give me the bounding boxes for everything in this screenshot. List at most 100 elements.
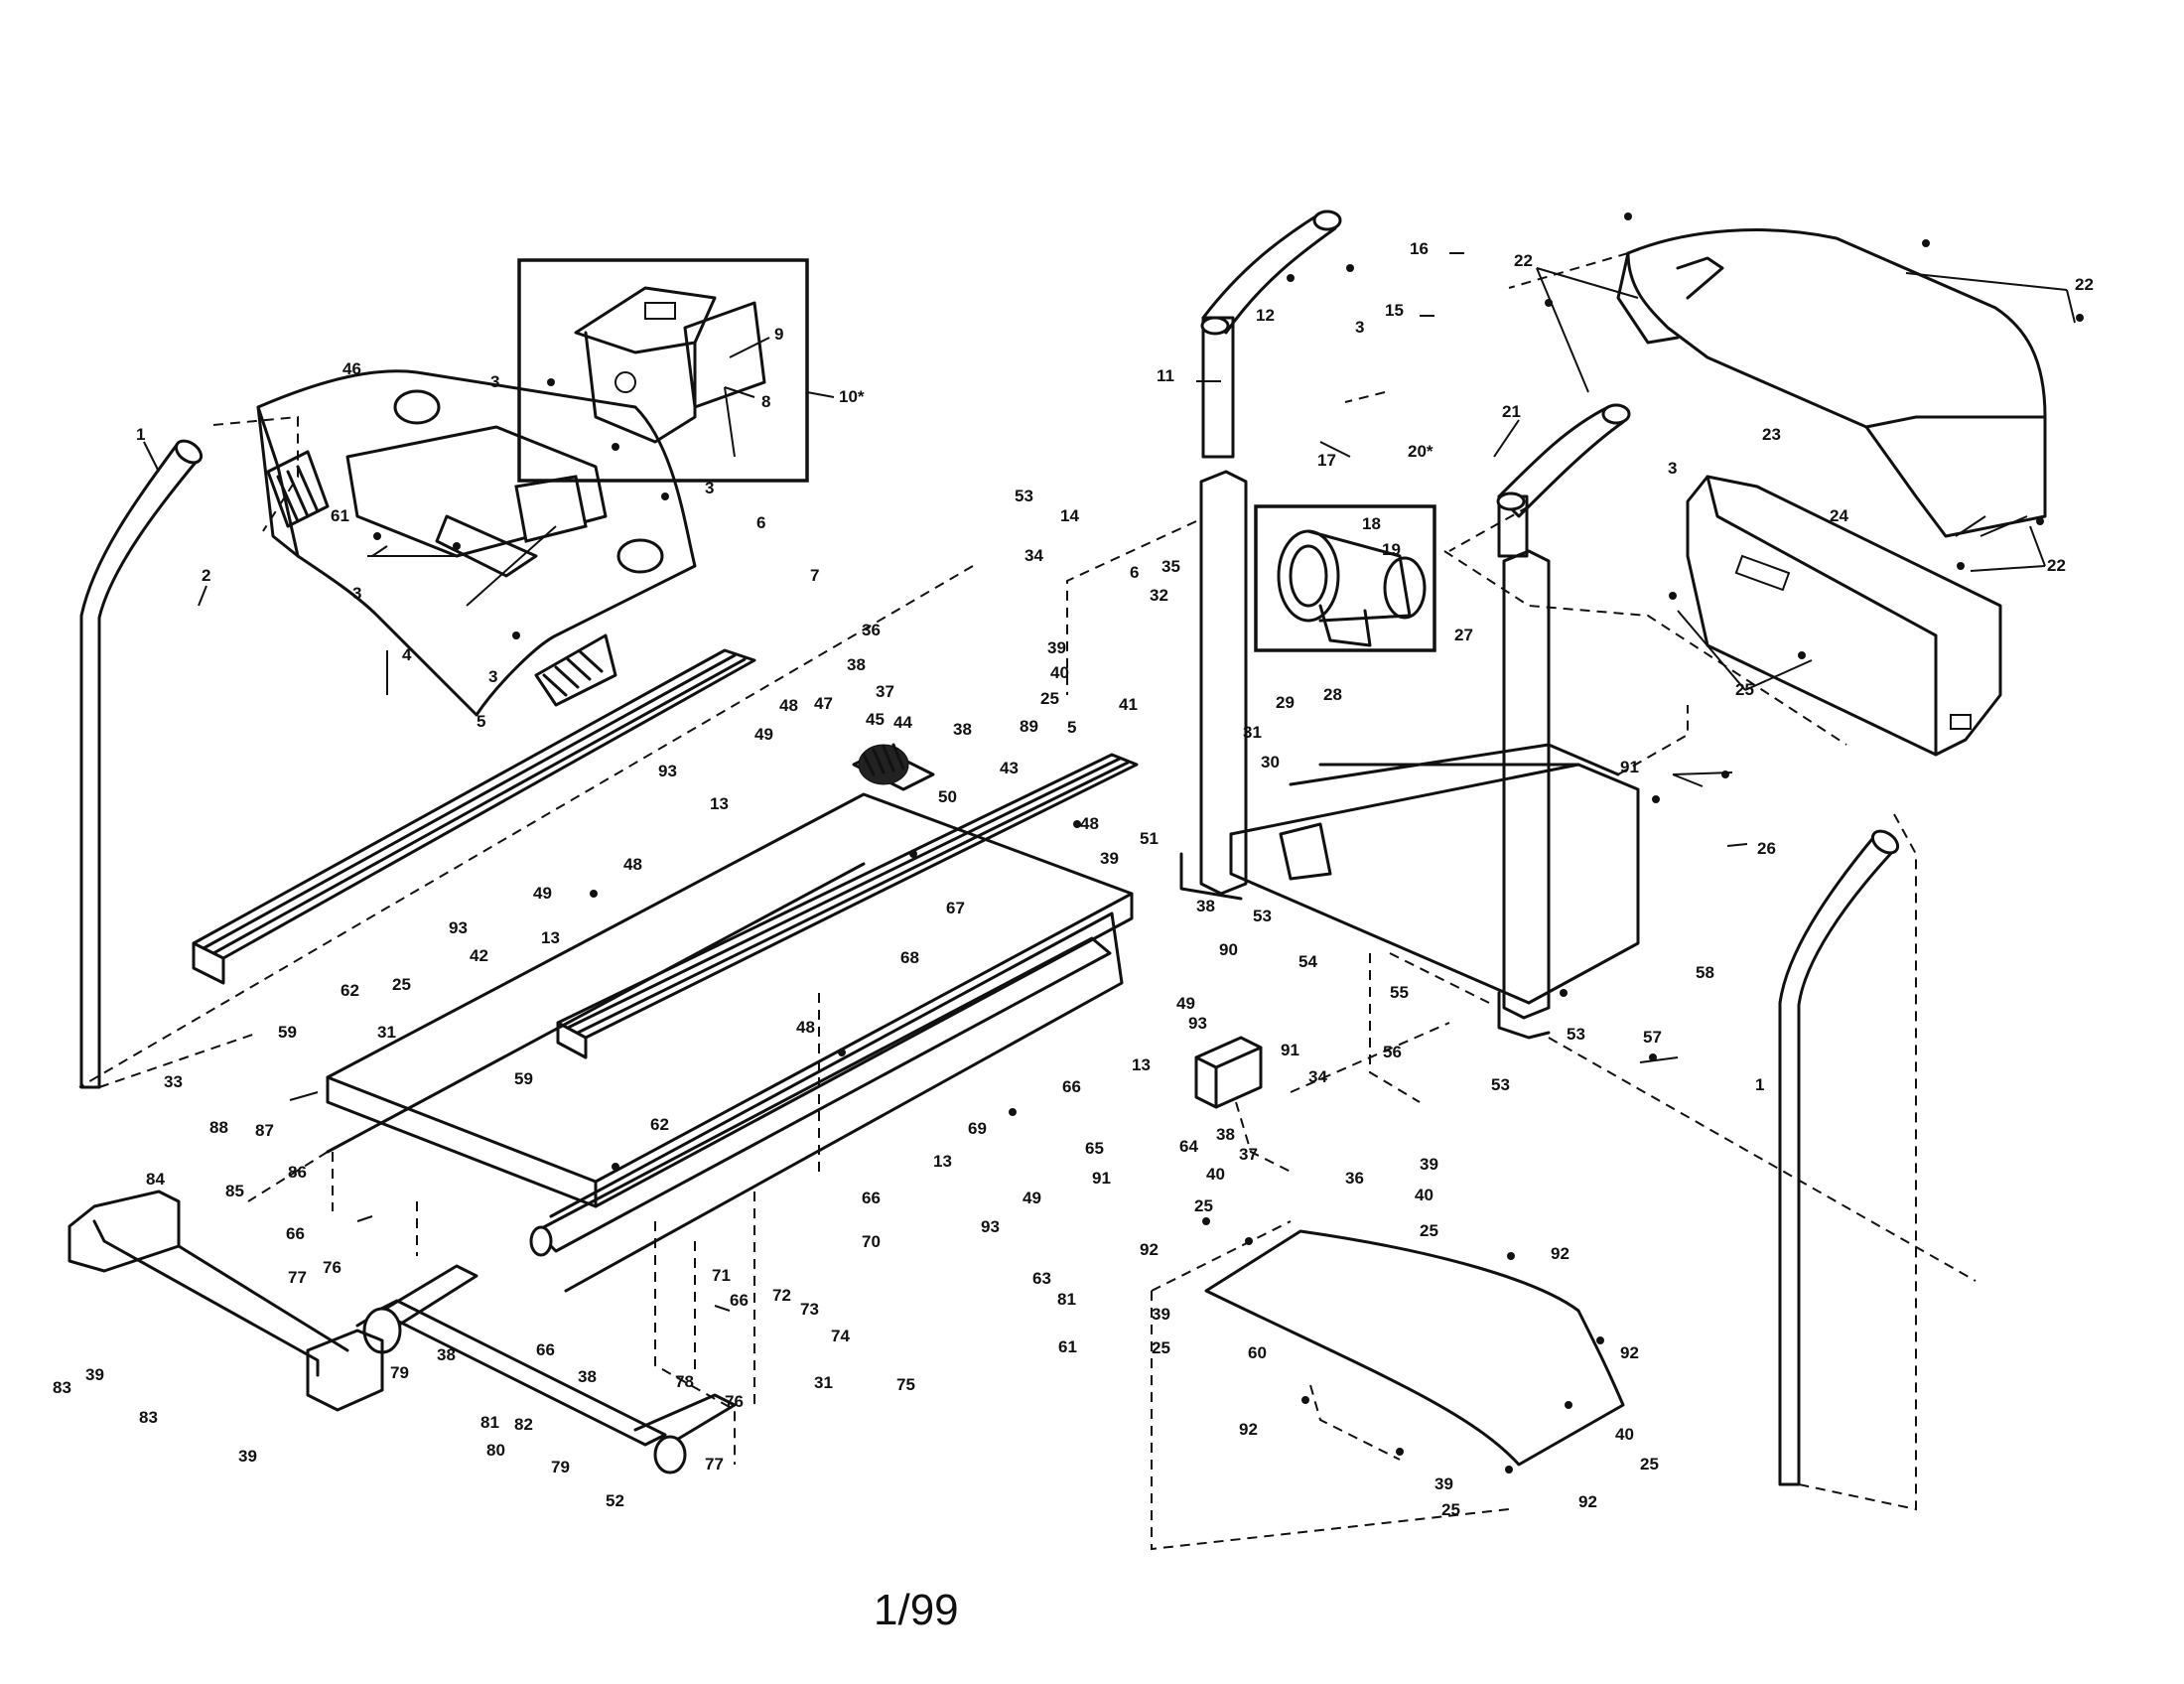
callout-49: 49: [1176, 994, 1195, 1013]
callout-6: 6: [756, 513, 765, 532]
callout-25: 25: [1194, 1196, 1213, 1215]
callout-4: 4: [402, 645, 412, 664]
callout-54: 54: [1298, 952, 1317, 971]
callout-37: 37: [876, 682, 894, 701]
callout-10: 10*: [839, 387, 865, 406]
callout-33: 33: [164, 1072, 183, 1091]
callout-25: 25: [1441, 1500, 1460, 1519]
callout-52: 52: [606, 1491, 624, 1510]
callout-18: 18: [1362, 514, 1381, 533]
callout-71: 71: [712, 1266, 731, 1285]
callout-66: 66: [1062, 1077, 1081, 1096]
callout-50: 50: [938, 787, 957, 806]
callout-22: 22: [2047, 556, 2066, 575]
callout-68: 68: [900, 948, 919, 967]
callout-13: 13: [710, 794, 729, 813]
callout-59: 59: [514, 1069, 533, 1088]
callout-21: 21: [1502, 402, 1521, 421]
callout-39: 39: [1420, 1155, 1438, 1174]
callout-87: 87: [255, 1121, 274, 1140]
callout-43: 43: [1000, 759, 1019, 777]
callout-25: 25: [392, 975, 411, 994]
callout-38: 38: [437, 1345, 456, 1364]
right-handrail: [1778, 829, 1900, 1486]
console-display-assembly: [574, 286, 766, 458]
callout-73: 73: [800, 1300, 819, 1319]
callout-86: 86: [288, 1163, 307, 1182]
callout-34: 34: [1308, 1067, 1327, 1086]
callout-36: 36: [862, 621, 881, 639]
drive-motor: [1277, 529, 1427, 647]
lift-frame: [355, 1264, 737, 1474]
callout-40: 40: [1615, 1425, 1634, 1444]
callout-80: 80: [486, 1441, 505, 1460]
callout-39: 39: [1047, 638, 1066, 657]
callout-25: 25: [1420, 1221, 1438, 1240]
console-detail-box: [517, 258, 809, 483]
callout-labels: 1 1 2 3 3 3 3 3 3 4 5 5 6 6 7 8 9 10* 11…: [53, 239, 2094, 1519]
callout-22: 22: [2075, 275, 2094, 294]
callout-16: 16: [1410, 239, 1429, 258]
callout-78: 78: [675, 1372, 694, 1391]
callout-3: 3: [705, 479, 714, 497]
side-rail-right: [556, 753, 1139, 1059]
callout-57: 57: [1643, 1028, 1662, 1047]
deck-and-belt: [326, 792, 1134, 1293]
callout-40: 40: [1050, 663, 1069, 682]
callout-49: 49: [1023, 1189, 1041, 1207]
callout-53: 53: [1015, 487, 1033, 505]
callout-38: 38: [847, 655, 866, 674]
callout-38: 38: [953, 720, 972, 739]
callout-9: 9: [774, 325, 783, 344]
callout-61: 61: [1058, 1337, 1077, 1356]
callout-66: 66: [286, 1224, 305, 1243]
callout-13: 13: [541, 928, 560, 947]
callout-92: 92: [1578, 1492, 1597, 1511]
side-rail-left: [192, 648, 756, 985]
callout-79: 79: [551, 1458, 570, 1476]
callout-31: 31: [1243, 723, 1262, 742]
callout-39: 39: [1100, 849, 1119, 868]
callout-31: 31: [814, 1373, 833, 1392]
callout-51: 51: [1140, 829, 1159, 848]
callout-47: 47: [814, 694, 833, 713]
motor-detail-box: [1254, 504, 1436, 652]
callout-24: 24: [1830, 506, 1848, 525]
callout-88: 88: [209, 1118, 228, 1137]
callout-3: 3: [352, 584, 361, 603]
callout-13: 13: [1132, 1055, 1151, 1074]
callout-56: 56: [1383, 1043, 1402, 1061]
callout-29: 29: [1276, 693, 1295, 712]
callout-91: 91: [1092, 1169, 1111, 1188]
callout-83: 83: [139, 1408, 158, 1427]
callout-48: 48: [779, 696, 798, 715]
callout-26: 26: [1757, 839, 1776, 858]
callout-25: 25: [1152, 1338, 1170, 1357]
callout-3: 3: [488, 667, 497, 686]
callout-30: 30: [1261, 753, 1280, 772]
callout-55: 55: [1390, 983, 1409, 1002]
page-number: 1/99: [874, 1586, 959, 1634]
callout-38: 38: [1216, 1125, 1235, 1144]
callout-92: 92: [1239, 1420, 1258, 1439]
callout-2: 2: [202, 566, 210, 585]
callout-45: 45: [866, 710, 885, 729]
callout-92: 92: [1551, 1244, 1570, 1263]
callout-63: 63: [1032, 1269, 1051, 1288]
callout-31: 31: [377, 1023, 396, 1042]
callout-60: 60: [1248, 1343, 1267, 1362]
callout-53: 53: [1253, 907, 1272, 925]
callout-48: 48: [796, 1018, 815, 1037]
callout-62: 62: [341, 981, 359, 1000]
callout-7: 7: [810, 566, 819, 585]
callout-76: 76: [725, 1392, 744, 1411]
main-frame: [1179, 470, 1640, 1040]
callout-35: 35: [1161, 557, 1180, 576]
motor-bracket: [1686, 475, 2002, 757]
callout-93: 93: [1188, 1014, 1207, 1033]
callout-39: 39: [1152, 1305, 1170, 1324]
callout-5: 5: [477, 712, 485, 731]
callout-44: 44: [893, 713, 912, 732]
callout-91: 91: [1620, 758, 1639, 776]
callout-48: 48: [1080, 814, 1099, 833]
